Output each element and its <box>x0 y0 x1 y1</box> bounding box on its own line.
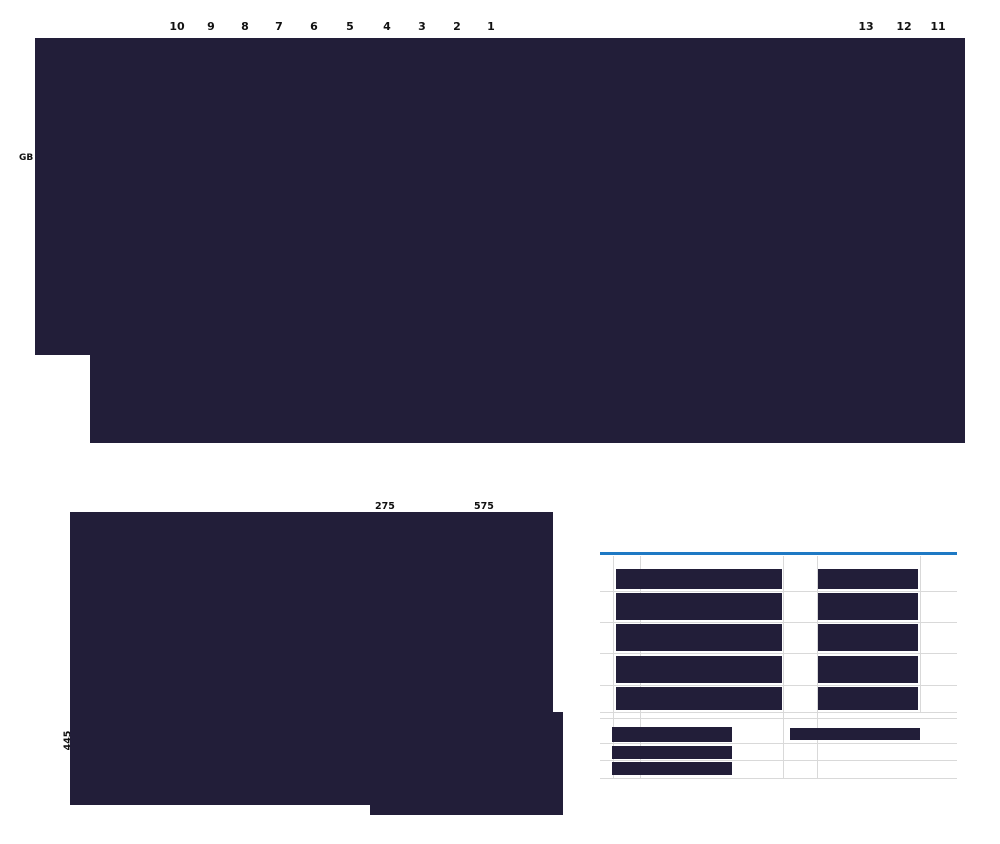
grid-column-label: 4 <box>383 20 391 33</box>
grid-column-label: 11 <box>930 20 946 33</box>
titleblock-cell-block <box>612 727 732 742</box>
titleblock-cell-block <box>612 746 732 759</box>
grid-column-label: 5 <box>346 20 354 33</box>
titleblock-cell-block <box>818 593 918 620</box>
titleblock-cell-block <box>616 687 782 710</box>
titleblock-grid-hline <box>600 743 957 744</box>
titleblock-cell-block <box>616 569 782 589</box>
titleblock-cell-block <box>790 728 920 740</box>
grid-column-label: 13 <box>858 20 874 33</box>
titleblock-top-rule <box>600 552 957 555</box>
grid-column-label: 3 <box>418 20 426 33</box>
dimension-label-top-right: 575 <box>474 501 494 512</box>
titleblock-grid-vline <box>920 556 921 712</box>
titleblock-cell-block <box>612 762 732 775</box>
titleblock-grid-hline <box>600 591 957 592</box>
grid-column-label: 2 <box>453 20 461 33</box>
titleblock-cell-block <box>818 687 918 710</box>
grid-column-label: 9 <box>207 20 215 33</box>
plan-drawing-main-region <box>35 38 965 355</box>
plan-drawing-lower-region <box>90 355 965 443</box>
titleblock-cell-block <box>616 624 782 651</box>
grid-column-label: 8 <box>241 20 249 33</box>
titleblock-cell-block <box>616 656 782 683</box>
grid-column-label: 12 <box>896 20 912 33</box>
grid-column-label: 6 <box>310 20 318 33</box>
titleblock-cell-block <box>616 593 782 620</box>
titleblock-grid-vline <box>817 556 818 778</box>
detail-drawing-lower-region <box>370 712 563 815</box>
grid-column-label: 1 <box>487 20 495 33</box>
titleblock-grid-vline <box>613 556 614 778</box>
titleblock-cell-block <box>818 656 918 683</box>
titleblock-grid-hline <box>600 760 957 761</box>
titleblock-grid-hline <box>600 685 957 686</box>
titleblock-grid-hline <box>600 653 957 654</box>
titleblock-cell-block <box>818 569 918 589</box>
titleblock-grid-vline <box>783 556 784 778</box>
grid-row-label: GB <box>19 153 34 163</box>
titleblock-grid-hline <box>600 718 957 719</box>
dimension-label-top-left: 275 <box>375 501 395 512</box>
grid-column-label: 10 <box>169 20 185 33</box>
grid-column-label: 7 <box>275 20 283 33</box>
titleblock-cell-block <box>818 624 918 651</box>
titleblock-grid-hline <box>600 712 957 713</box>
titleblock-grid-hline <box>600 778 957 779</box>
titleblock-grid-hline <box>600 622 957 623</box>
